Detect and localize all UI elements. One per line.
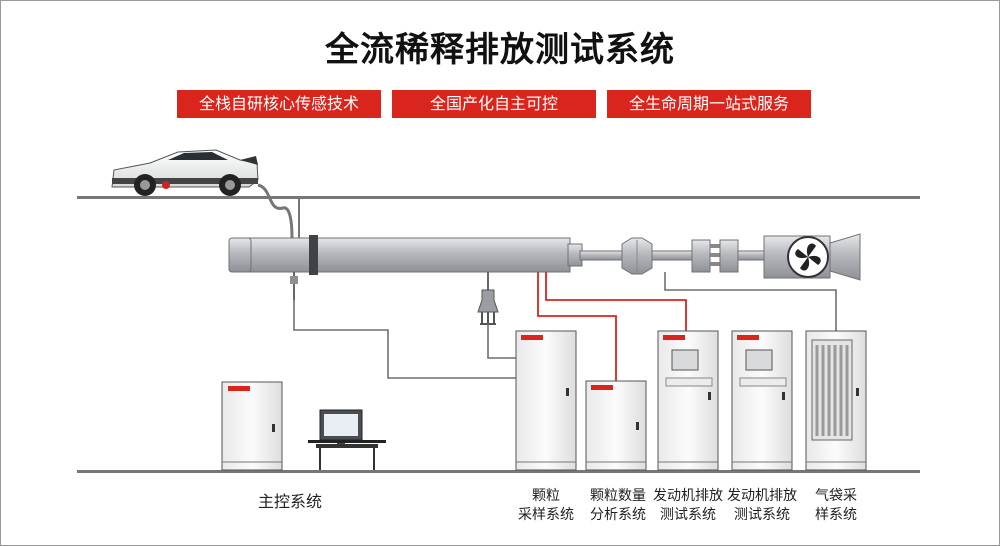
label-particle-count: 颗粒数量 分析系统 <box>578 487 658 525</box>
engine-test-cabinet-2 <box>731 330 793 471</box>
label-engine-test-1: 发动机排放 测试系统 <box>643 487 733 525</box>
exhaust-hose <box>257 183 300 239</box>
label-engine-test-2-line2: 测试系统 <box>734 507 790 523</box>
particle-sampling-cabinet <box>515 330 577 471</box>
label-main-control: 主控系统 <box>257 492 322 511</box>
particle-probe-manifold <box>477 272 499 325</box>
particle-count-cabinet <box>585 380 647 471</box>
main-control-cabinet <box>221 381 283 471</box>
label-engine-test-1-line1: 发动机排放 <box>653 488 723 504</box>
grey-connection-lines <box>293 272 837 379</box>
feature-tag-sensing: 全栈自研核心传感技术 <box>177 90 381 118</box>
label-particle-count-line1: 颗粒数量 <box>590 488 646 504</box>
upper-floor-line <box>77 196 920 199</box>
cvs-venturi <box>621 237 765 275</box>
label-particle-sampling-line2: 采样系统 <box>518 507 574 523</box>
feature-tag-lifecycle: 全生命周期一站式服务 <box>607 90 811 118</box>
red-sample-lines <box>537 272 687 381</box>
dilution-tunnel <box>228 235 623 275</box>
label-particle-count-line2: 分析系统 <box>590 507 646 523</box>
lower-floor-line <box>77 470 920 473</box>
label-particle-sampling: 颗粒 采样系统 <box>506 487 586 525</box>
label-bag-sampling: 气袋采 样系统 <box>796 487 876 525</box>
blower-fan <box>763 233 861 281</box>
label-bag-sampling-line1: 气袋采 <box>815 488 857 504</box>
operator-desk <box>308 409 386 470</box>
test-car <box>111 149 259 196</box>
bag-sampling-cabinet <box>805 330 867 471</box>
feature-tag-domestic: 全国产化自主可控 <box>392 90 596 118</box>
label-bag-sampling-line2: 样系统 <box>815 507 857 523</box>
page-title: 全流稀释排放测试系统 <box>325 30 675 70</box>
label-particle-sampling-line1: 颗粒 <box>532 488 560 504</box>
label-engine-test-2-line1: 发动机排放 <box>727 488 797 504</box>
label-engine-test-1-line2: 测试系统 <box>660 507 716 523</box>
engine-test-cabinet-1 <box>657 330 719 471</box>
main-probe <box>290 272 298 300</box>
label-engine-test-2: 发动机排放 测试系统 <box>717 487 807 525</box>
